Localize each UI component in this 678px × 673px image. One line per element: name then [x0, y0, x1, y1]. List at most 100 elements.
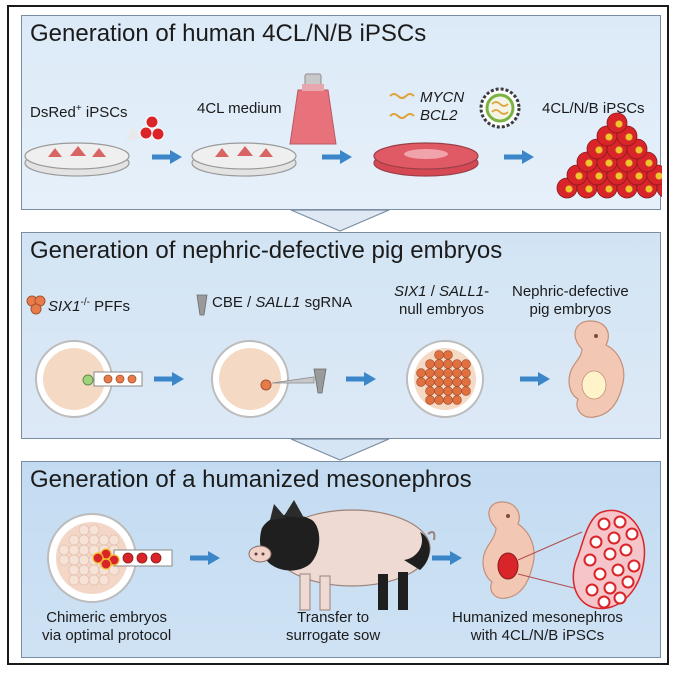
cell-icon: [589, 535, 603, 549]
cell-icon: [88, 524, 100, 536]
micropipette-icon: [113, 549, 173, 567]
cell-icon: [605, 133, 613, 141]
cell-icon: [88, 534, 100, 546]
flow-arrow: [190, 551, 220, 565]
4cl-medium-label: 4CL medium: [197, 100, 282, 117]
mycn-gene-icon: [389, 93, 415, 99]
cell-icon: [98, 574, 110, 586]
cell-icon: [461, 359, 471, 369]
cell-icon: [425, 377, 435, 387]
cell-icon: [78, 534, 90, 546]
virus-icon: [479, 87, 521, 129]
cell-icon: [78, 544, 90, 556]
cell-icon: [565, 185, 573, 193]
cell-icon: [78, 554, 90, 566]
flow-arrow: [504, 150, 534, 164]
panel-ipsc-generation: Generation of human 4CL/N/B iPSCs: [21, 15, 662, 210]
cell-icon: [443, 350, 453, 360]
cell-icon: [615, 120, 623, 128]
flow-arrow: [520, 372, 550, 386]
cell-icon: [625, 133, 633, 141]
cell-icon: [452, 359, 462, 369]
graphical-abstract: Generation of human 4CL/N/B iPSCs: [7, 5, 669, 665]
cell-icon: [443, 386, 453, 396]
blastocyst-icon: [406, 340, 484, 418]
cell-icon: [625, 159, 633, 167]
cell-icon: [635, 172, 643, 180]
cell-icon: [452, 368, 462, 378]
cell-icon: [605, 185, 613, 193]
panel-1-title: Generation of human 4CL/N/B iPSCs: [30, 20, 427, 47]
cell-icon: [443, 359, 453, 369]
panel-2-title: Generation of nephric-defective pig embr…: [30, 237, 503, 264]
micropipette-icon: [93, 371, 143, 387]
flow-arrow: [152, 150, 182, 164]
cell-icon: [68, 534, 80, 546]
culture-flask-icon: [289, 73, 337, 145]
cell-icon: [597, 517, 611, 531]
dsred-cells-icon: [126, 115, 165, 142]
cell-icon: [452, 386, 462, 396]
flow-arrow: [432, 551, 462, 565]
six1-sall1-null-embryos-label: SIX1 / SALL1-null embryos: [394, 283, 490, 318]
cell-icon: [625, 185, 633, 193]
cell-icon: [88, 564, 100, 576]
cell-icon: [625, 527, 639, 541]
cell-icon: [416, 377, 426, 387]
mycn-label: MYCN: [420, 89, 465, 106]
cell-icon: [603, 547, 617, 561]
cell-icon: [78, 524, 90, 536]
cell-icon: [68, 544, 80, 556]
cell-icon: [613, 515, 627, 529]
cell-icon: [78, 564, 90, 576]
panel-1-illustration: [24, 73, 662, 199]
cell-icon: [603, 581, 617, 595]
flow-arrow: [154, 372, 184, 386]
embryo-icon: [568, 320, 625, 418]
cell-icon: [595, 172, 603, 180]
cell-icon: [461, 368, 471, 378]
cell-icon: [425, 359, 435, 369]
cell-icon: [434, 386, 444, 396]
cell-icon: [597, 595, 611, 609]
cell-icon: [434, 359, 444, 369]
cell-icon: [434, 350, 444, 360]
mesonephros-icon: [572, 509, 646, 610]
cell-icon: [434, 368, 444, 378]
cell-icon: [461, 377, 471, 387]
cell-icon: [461, 386, 471, 396]
cell-icon: [88, 574, 100, 586]
cell-icon: [434, 377, 444, 387]
panel-pig-embryos: Generation of nephric-defective pig embr…: [21, 232, 661, 439]
six1-pffs-label: SIX1-/- PFFs: [48, 297, 130, 315]
cell-icon: [621, 575, 635, 589]
cell-icon: [443, 368, 453, 378]
cell-icon: [635, 146, 643, 154]
human-cells-icon: [92, 548, 120, 570]
cell-icon: [452, 377, 462, 387]
pff-cells-icon: [26, 295, 46, 315]
panel-3-illustration: [47, 500, 646, 611]
cell-icon: [425, 368, 435, 378]
cell-icon: [434, 395, 444, 405]
cell-icon: [58, 554, 70, 566]
cell-cluster-icon: [556, 112, 662, 199]
cell-icon: [416, 368, 426, 378]
cell-icon: [655, 172, 662, 180]
oocyte-icon: [35, 340, 113, 418]
connector-arrow-2: [290, 438, 390, 461]
cell-icon: [627, 559, 641, 573]
bcl2-gene-icon: [389, 113, 415, 119]
panel-connectors: [290, 209, 390, 461]
cell-icon: [425, 386, 435, 396]
cell-icon: [452, 395, 462, 405]
cell-icon: [98, 534, 110, 546]
oocyte-icon: [211, 340, 289, 418]
cell-icon: [607, 531, 621, 545]
dsred-ipscs-label: DsRed+ iPSCs: [30, 103, 128, 121]
cell-icon: [585, 583, 599, 597]
cell-icon: [443, 395, 453, 405]
micropipette-icon: [271, 368, 327, 394]
panel-3-title: Generation of a humanized mesonephros: [30, 466, 472, 493]
